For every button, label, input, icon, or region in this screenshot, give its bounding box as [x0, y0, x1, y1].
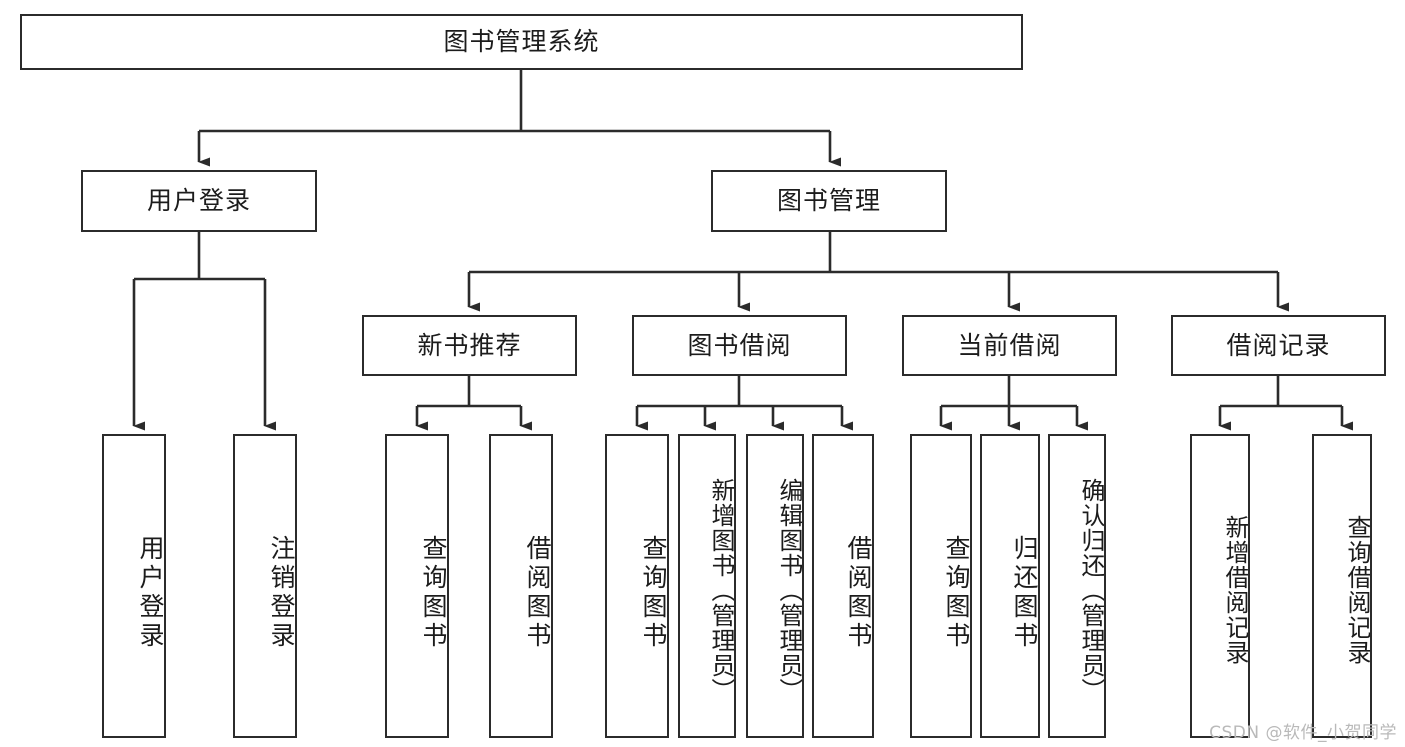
leaf-current-borrow-confirm-admin[interactable]: 确认归还（管理员） [1048, 434, 1106, 738]
node-new-book-recommend[interactable]: 新书推荐 [362, 315, 577, 376]
leaf-book-borrow-edit-admin[interactable]: 编辑图书（管理员） [746, 434, 804, 738]
node-book-borrow[interactable]: 图书借阅 [632, 315, 847, 376]
leaf-current-borrow-return[interactable]: 归还图书 [980, 434, 1040, 738]
node-user-login[interactable]: 用户登录 [81, 170, 317, 232]
csdn-watermark: CSDN @软件_小贺同学 [1209, 723, 1397, 743]
leaf-borrow-record-add[interactable]: 新增借阅记录 [1190, 434, 1250, 738]
leaf-book-borrow-borrow[interactable]: 借阅图书 [812, 434, 874, 738]
leaf-user-login-login[interactable]: 用户登录 [102, 434, 166, 738]
node-current-borrow[interactable]: 当前借阅 [902, 315, 1117, 376]
leaf-current-borrow-query[interactable]: 查询图书 [910, 434, 972, 738]
node-borrow-record[interactable]: 借阅记录 [1171, 315, 1386, 376]
node-book-management[interactable]: 图书管理 [711, 170, 947, 232]
leaf-new-book-query[interactable]: 查询图书 [385, 434, 449, 738]
leaf-user-login-logout[interactable]: 注销登录 [233, 434, 297, 738]
leaf-borrow-record-query[interactable]: 查询借阅记录 [1312, 434, 1372, 738]
leaf-new-book-borrow[interactable]: 借阅图书 [489, 434, 553, 738]
leaf-book-borrow-query[interactable]: 查询图书 [605, 434, 669, 738]
node-root-system[interactable]: 图书管理系统 [20, 14, 1023, 70]
leaf-book-borrow-add-admin[interactable]: 新增图书（管理员） [678, 434, 736, 738]
